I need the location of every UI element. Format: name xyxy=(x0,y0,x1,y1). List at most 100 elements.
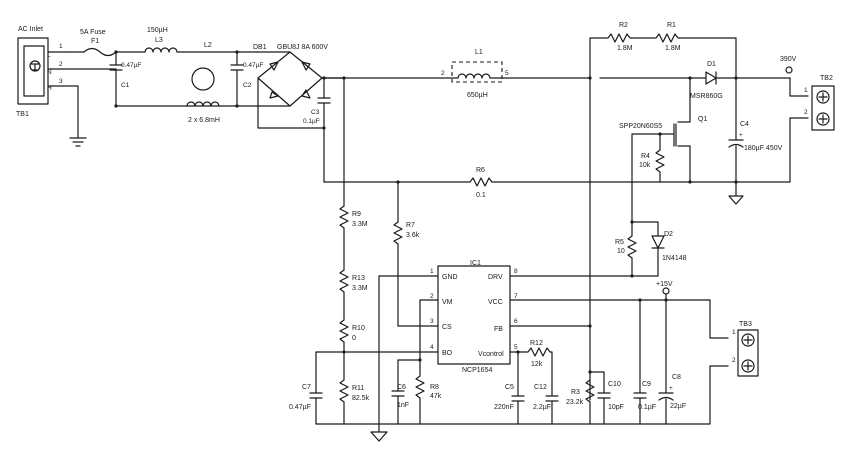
C10-ref: C10 xyxy=(608,381,621,388)
resistor-R3-icon xyxy=(585,379,595,425)
C6-R8: C6 1nF R8 47k xyxy=(391,299,442,425)
common-mode-core-icon xyxy=(191,67,215,91)
IC1-ref: IC1 xyxy=(470,260,481,267)
TB2-block-icon xyxy=(811,85,835,131)
fuse-icon xyxy=(69,47,146,57)
D1-ref: D1 xyxy=(707,61,716,68)
capacitor-C4-icon xyxy=(728,77,744,197)
wire xyxy=(789,77,809,119)
screw-terminal-icon xyxy=(816,112,830,126)
D2-value: 1N4148 xyxy=(662,255,687,262)
compensation: R12 12k C5 220nF C12 2.2µF xyxy=(494,340,559,425)
C2-value: 0.47µF xyxy=(243,62,263,69)
ground-rail xyxy=(315,365,711,425)
bo-divider: R9 3.3M R13 3.3M R10 0 R11 82.5k xyxy=(315,77,433,425)
R12-ref: R12 xyxy=(530,340,543,347)
L2-ref: L2 xyxy=(204,42,212,49)
capacitor-C7: C7 0.47µF xyxy=(289,351,323,425)
TB2-ref: TB2 xyxy=(820,75,833,82)
node xyxy=(418,358,422,362)
ground-icon xyxy=(728,195,744,205)
IC1-pin-number: 5 xyxy=(514,344,518,351)
IC1-pin-drv: DRV xyxy=(488,274,503,281)
inlet-pin1: 1 xyxy=(59,43,63,50)
IC1-pin-vcontrol: Vcontrol xyxy=(478,351,504,358)
screw-terminal-cross-icon xyxy=(818,114,828,124)
R9-ref: R9 xyxy=(352,211,361,218)
supply-15v: +15V TB3 1 2 xyxy=(638,281,759,377)
IC1-pin-number: 2 xyxy=(430,293,434,300)
IC1-pin-vcc: VCC xyxy=(488,299,503,306)
C7-value: 0.47µF xyxy=(289,404,311,411)
TB2-pin1: 1 xyxy=(804,87,808,94)
capacitor-C3: C3 0.1µF xyxy=(303,76,331,183)
D2-ref: D2 xyxy=(664,231,673,238)
C7-ref: C7 xyxy=(302,384,311,391)
IC1-pin-number: 4 xyxy=(430,344,434,351)
C2-ref: C2 xyxy=(243,82,252,89)
resistor-R6-icon xyxy=(323,177,691,187)
resistor-R4-icon xyxy=(655,133,665,183)
bridge-diamond-icon xyxy=(257,51,323,107)
inlet-wires xyxy=(47,51,117,139)
resistor-R7: R7 3.6k xyxy=(393,181,433,327)
IC1-pin-wires xyxy=(431,275,711,353)
TB3-ref: TB3 xyxy=(739,321,752,328)
R5-ref: R5 xyxy=(615,239,624,246)
inductor-L3-icon xyxy=(144,47,238,53)
R1-ref: R1 xyxy=(667,22,676,29)
ground-icon xyxy=(69,137,87,147)
C4-ref: C4 xyxy=(740,121,749,128)
C1-ref: C1 xyxy=(121,82,130,89)
R13-value: 3.3M xyxy=(352,285,368,292)
gate-drive: D2 1N4148 R5 10 xyxy=(615,220,687,277)
R11-value: 82.5k xyxy=(352,395,370,402)
IC1-part: NCP1654 xyxy=(462,367,492,374)
vcc-decoupling: C9 0.1µF + C8 22µF xyxy=(633,299,686,425)
C5-value: 220nF xyxy=(494,404,514,411)
D1-value: MSR860G xyxy=(690,93,723,100)
diode-D2-icon xyxy=(631,221,665,277)
capacitor-C5-icon xyxy=(511,351,525,425)
wire xyxy=(256,51,291,107)
tb1-label: TB1 xyxy=(16,111,29,118)
mosfet-Q1-icon xyxy=(659,77,691,183)
TB2-pin2: 2 xyxy=(804,109,808,116)
C6-value: 1nF xyxy=(397,402,409,409)
capacitor-C6-icon xyxy=(391,359,421,425)
resistor-R4: R4 10k xyxy=(631,132,665,223)
resistors-R2-R1-icon xyxy=(589,33,737,79)
Q1-ref: Q1 xyxy=(698,116,707,123)
R8-ref: R8 xyxy=(430,384,439,391)
bridge-rectifier-DB1: DB1 GBU8J 8A 600V xyxy=(253,44,345,129)
earth-symbol-icon xyxy=(30,63,40,71)
R13-ref: R13 xyxy=(352,275,365,282)
R3-ref: R3 xyxy=(571,389,580,396)
IC1-pin-gnd: GND xyxy=(442,274,458,281)
inductor-L2-icon xyxy=(186,101,220,107)
R6-ref: R6 xyxy=(476,167,485,174)
C4-plus: + xyxy=(739,132,743,139)
R4-ref: R4 xyxy=(641,153,650,160)
supply-terminal-icon xyxy=(662,287,670,295)
node xyxy=(516,350,520,354)
C8-plus: + xyxy=(669,385,673,392)
node xyxy=(235,104,239,108)
R4-value: 10k xyxy=(639,162,651,169)
L1-pin2: 2 xyxy=(441,70,445,77)
wire xyxy=(631,133,661,223)
R2-value: 1.8M xyxy=(617,45,633,52)
C12-value: 2.2µF xyxy=(533,404,551,411)
inlet-H-label: H xyxy=(47,85,52,92)
node xyxy=(114,104,118,108)
resistor-R8-icon xyxy=(415,299,433,425)
R5-value: 10 xyxy=(617,248,625,255)
wire xyxy=(709,299,729,367)
IC1-pin-number: 7 xyxy=(514,293,518,300)
R8-value: 47k xyxy=(430,393,442,400)
node xyxy=(322,126,326,130)
fuse-ref: F1 xyxy=(91,38,99,45)
capacitor-C1-icon xyxy=(109,51,258,107)
node xyxy=(630,220,634,224)
IC1-pin-cs: CS xyxy=(442,324,452,331)
